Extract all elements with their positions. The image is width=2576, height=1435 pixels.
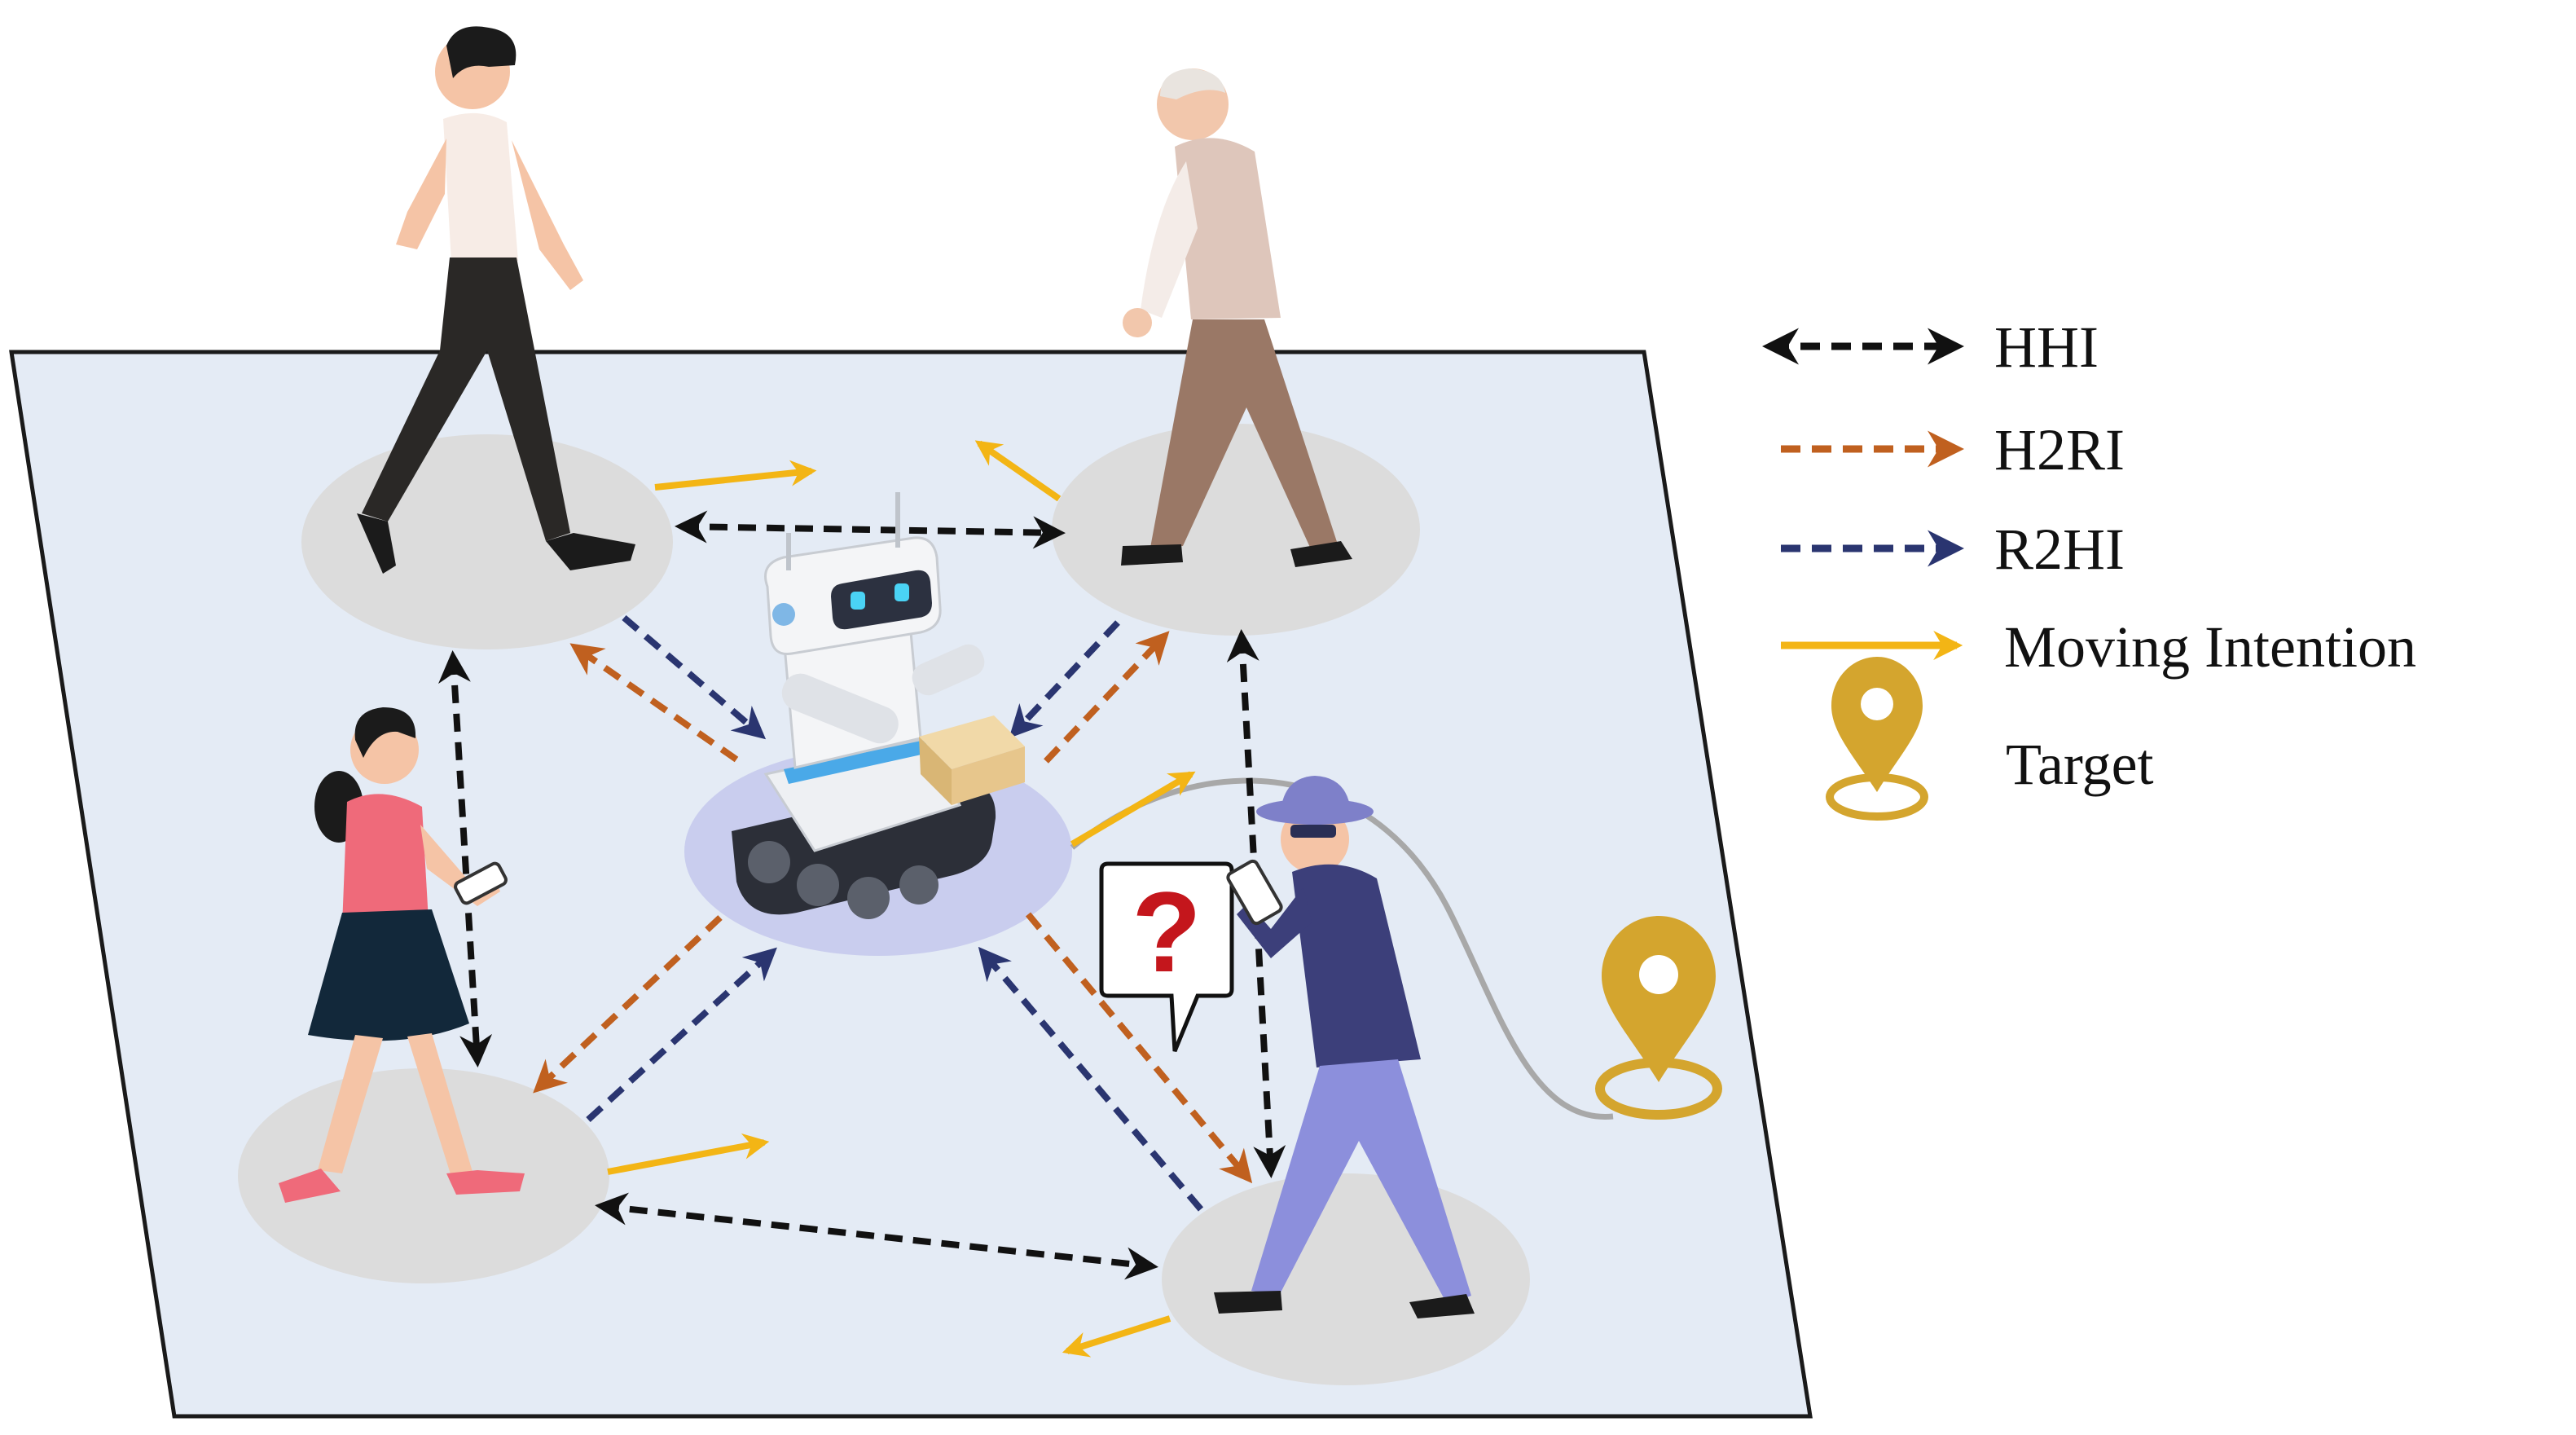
intention-arrow-bottom-right	[1062, 1315, 1172, 1358]
h2ri-arrows	[533, 631, 1253, 1184]
h2ri-arrow-bottom-right	[1025, 912, 1253, 1184]
h2ri-arrow-top-right	[1044, 631, 1170, 764]
legend-label-hhi: HHI	[1994, 315, 2099, 380]
legend-item-target: Target	[1826, 657, 2154, 821]
intention-arrow-top-left	[654, 460, 817, 491]
human-disc-bottom-left	[238, 1068, 609, 1283]
woman-with-phone-icon	[279, 707, 525, 1203]
legend-item-moving-intention: Moving Intention	[1781, 614, 2416, 680]
delivery-robot-icon	[732, 492, 1025, 919]
elderly-man-icon	[1121, 68, 1352, 567]
intention-arrow-top-right	[974, 440, 1062, 502]
legend-item-hhi: HHI	[1762, 315, 2099, 380]
moving-intention-arrows	[607, 440, 1196, 1358]
legend: HHI H2RI R2HI Moving Intention Target	[1762, 315, 2416, 821]
intention-arrow-bottom-left	[607, 1133, 770, 1175]
legend-target-pin-icon	[1826, 657, 1928, 821]
legend-label-h2ri: H2RI	[1994, 417, 2125, 482]
legend-item-r2hi: R2HI	[1781, 517, 2125, 582]
legend-label-r2hi: R2HI	[1994, 517, 2125, 582]
legend-label-moving-intention: Moving Intention	[2004, 614, 2416, 680]
question-mark: ?	[1132, 868, 1202, 996]
human-disc-top-right	[1052, 424, 1420, 636]
hhi-arrow-left	[437, 650, 493, 1067]
h2ri-arrow-top-left	[569, 643, 739, 763]
walking-man-icon	[357, 26, 635, 574]
hhi-arrow-top	[675, 510, 1066, 549]
r2hi-arrow-top-left	[622, 614, 767, 740]
legend-label-target: Target	[2006, 732, 2154, 797]
man-in-hat-icon	[1214, 776, 1475, 1318]
legend-item-h2ri: H2RI	[1781, 417, 2125, 482]
speech-bubble: ?	[1099, 861, 1234, 1052]
location-pin-icon	[1595, 916, 1722, 1120]
r2hi-arrow-bottom-left	[586, 947, 777, 1122]
r2hi-arrow-top-right	[1009, 620, 1120, 738]
human-disc-bottom-right	[1162, 1173, 1530, 1385]
intention-arrow-robot	[1070, 771, 1196, 847]
r2hi-arrows	[586, 614, 1204, 1212]
hhi-arrow-bottom	[595, 1192, 1158, 1280]
h2ri-arrow-bottom-left	[533, 915, 723, 1094]
